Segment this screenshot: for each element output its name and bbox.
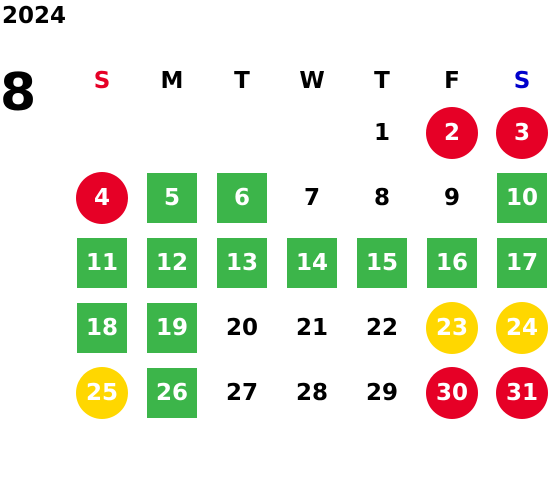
day-number-10: 10 (497, 172, 547, 223)
day-cell[interactable]: 12 (137, 230, 207, 295)
day-cell[interactable]: 17 (487, 230, 548, 295)
day-number-31: 31 (496, 366, 548, 419)
day-number-27: 27 (225, 379, 258, 406)
day-number-5: 5 (147, 172, 197, 223)
day-cell[interactable]: 23 (417, 295, 487, 360)
weekday-header-saturday: S (513, 68, 531, 94)
day-cell[interactable]: 11 (67, 230, 137, 295)
day-cell[interactable]: 28 (277, 360, 347, 425)
calendar-year: 2024 (2, 3, 67, 29)
day-cell[interactable]: 7 (277, 165, 347, 230)
day-cell[interactable]: 13 (207, 230, 277, 295)
day-cell[interactable]: 24 (487, 295, 548, 360)
empty-day-cell (207, 100, 277, 165)
day-cell[interactable]: 8 (347, 165, 417, 230)
day-number-4: 4 (76, 171, 128, 224)
day-cell[interactable]: 26 (137, 360, 207, 425)
day-number-13: 13 (217, 237, 267, 288)
day-cell[interactable]: 31 (487, 360, 548, 425)
day-cell[interactable]: 22 (347, 295, 417, 360)
day-number-2: 2 (426, 106, 478, 159)
day-cell[interactable]: 27 (207, 360, 277, 425)
day-number-26: 26 (147, 367, 197, 418)
day-number-22: 22 (365, 314, 398, 341)
day-cell[interactable]: 14 (277, 230, 347, 295)
day-number-9: 9 (443, 184, 460, 211)
day-number-25: 25 (76, 366, 128, 419)
day-cell[interactable]: 6 (207, 165, 277, 230)
day-cell[interactable]: 5 (137, 165, 207, 230)
day-number-3: 3 (496, 106, 548, 159)
day-number-18: 18 (77, 302, 127, 353)
weekday-header-sunday: S (93, 68, 111, 94)
day-number-11: 11 (77, 237, 127, 288)
day-number-30: 30 (426, 366, 478, 419)
day-cell[interactable]: 15 (347, 230, 417, 295)
day-cell[interactable]: 29 (347, 360, 417, 425)
empty-day-cell (137, 100, 207, 165)
day-number-19: 19 (147, 302, 197, 353)
day-cell[interactable]: 3 (487, 100, 548, 165)
day-cell[interactable]: 1 (347, 100, 417, 165)
day-number-7: 7 (303, 184, 320, 211)
day-number-23: 23 (426, 301, 478, 354)
day-number-28: 28 (295, 379, 328, 406)
day-cell[interactable]: 30 (417, 360, 487, 425)
day-number-14: 14 (287, 237, 337, 288)
day-number-12: 12 (147, 237, 197, 288)
day-number-8: 8 (373, 184, 390, 211)
day-number-15: 15 (357, 237, 407, 288)
day-cell[interactable]: 21 (277, 295, 347, 360)
day-cell[interactable]: 4 (67, 165, 137, 230)
weekday-header-wednesday: W (299, 68, 325, 94)
day-number-24: 24 (496, 301, 548, 354)
calendar-month: 8 (0, 63, 37, 123)
day-cell[interactable]: 9 (417, 165, 487, 230)
day-number-17: 17 (497, 237, 547, 288)
weekday-header-friday: F (444, 68, 460, 94)
weekday-header-monday: M (160, 68, 184, 94)
day-number-6: 6 (217, 172, 267, 223)
day-number-21: 21 (295, 314, 328, 341)
day-cell[interactable]: 18 (67, 295, 137, 360)
day-number-16: 16 (427, 237, 477, 288)
weekday-header-tuesday: T (234, 68, 250, 94)
day-cell[interactable]: 2 (417, 100, 487, 165)
empty-day-cell (277, 100, 347, 165)
day-cell[interactable]: 10 (487, 165, 548, 230)
day-cell[interactable]: 20 (207, 295, 277, 360)
empty-day-cell (67, 100, 137, 165)
day-number-20: 20 (225, 314, 258, 341)
day-number-1: 1 (373, 119, 390, 146)
day-cell[interactable]: 16 (417, 230, 487, 295)
day-cell[interactable]: 19 (137, 295, 207, 360)
day-number-29: 29 (365, 379, 398, 406)
weekday-header-thursday: T (374, 68, 390, 94)
day-cell[interactable]: 25 (67, 360, 137, 425)
